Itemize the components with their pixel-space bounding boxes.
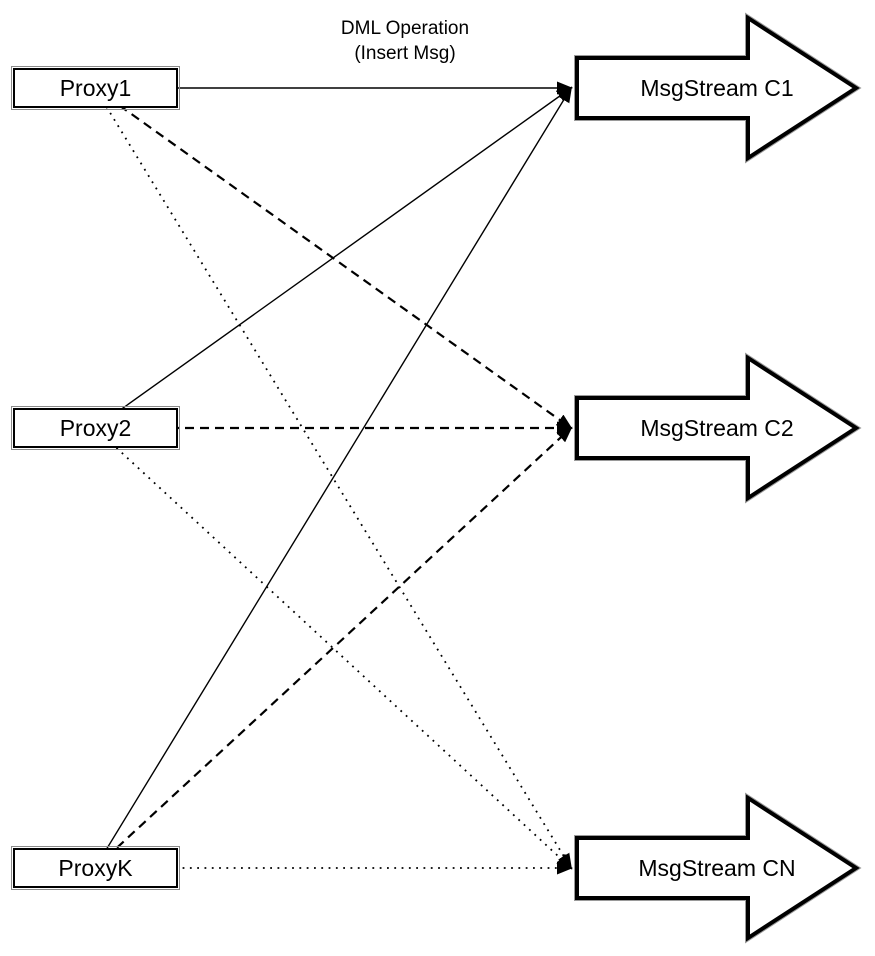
proxy2-box: Proxy2 xyxy=(11,406,180,450)
connection-proxy2-c1 xyxy=(94,86,573,429)
connection-proxyk-c2 xyxy=(94,426,573,869)
proxy1-label: Proxy1 xyxy=(59,74,132,101)
proxyk-label: ProxyK xyxy=(58,854,133,881)
msgstream-arrow-cn xyxy=(575,794,860,942)
proxyk-box: ProxyK xyxy=(11,846,180,890)
diagram-title-line2: (Insert Msg) xyxy=(354,43,456,64)
msgstream-arrow-c1 xyxy=(575,14,860,162)
msgstream-arrow-c2 xyxy=(575,354,860,502)
proxy2-label: Proxy2 xyxy=(59,414,132,441)
msgstream-arrows xyxy=(574,12,862,944)
connection-proxyk-c1 xyxy=(94,86,573,869)
proxy1-box: Proxy1 xyxy=(11,66,180,110)
diagram-title-line1: DML Operation xyxy=(340,18,470,39)
diagram-title: DML Operation (Insert Msg) xyxy=(250,16,560,66)
connection-lines xyxy=(94,81,573,875)
